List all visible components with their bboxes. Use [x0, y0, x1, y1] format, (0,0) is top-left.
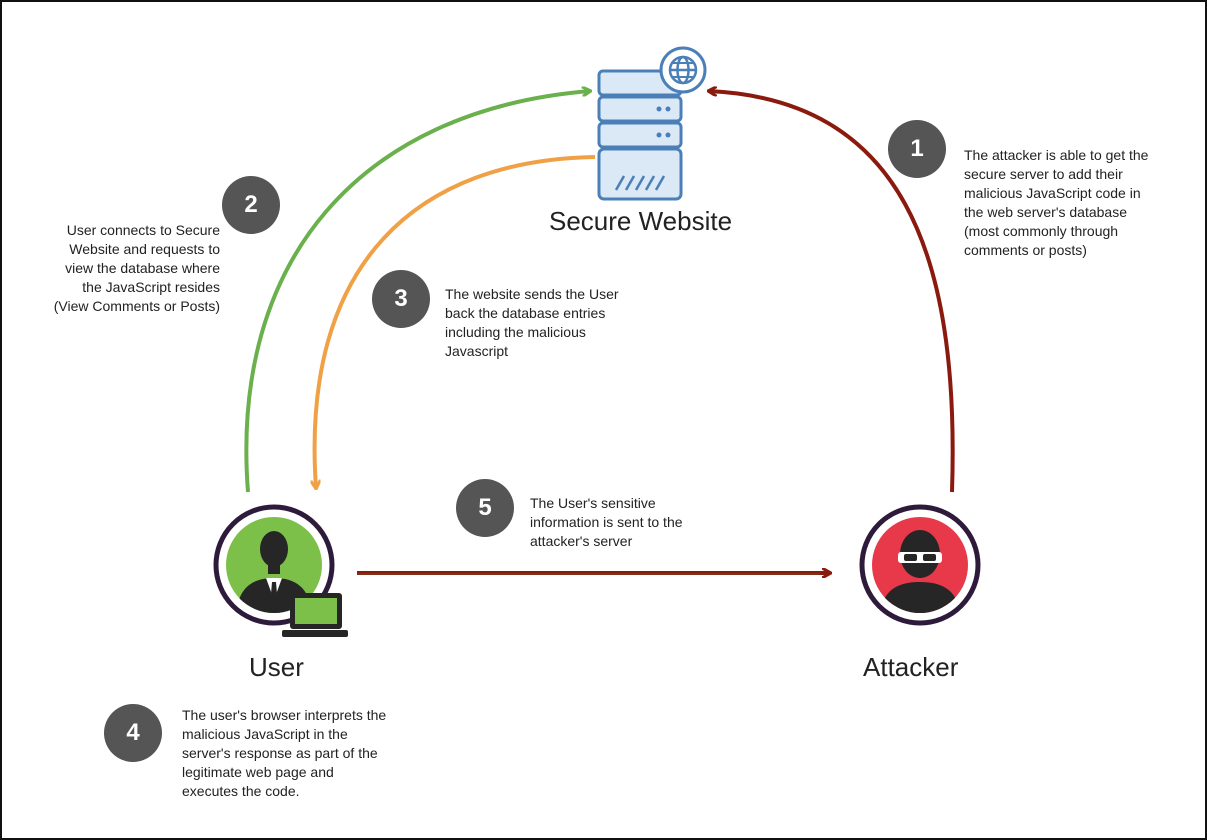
attacker-icon [859, 504, 981, 626]
step-1-badge: 1 [888, 120, 946, 178]
green-arrow-user-to-server [244, 91, 590, 493]
step-2-text: User connects to Secure Website and requ… [53, 222, 220, 314]
red-arrow-attacker-to-server [709, 91, 955, 493]
orange-arrow-server-to-user [315, 155, 596, 488]
step-4-badge: 4 [104, 704, 162, 762]
step-3-text: The website sends the User back the data… [445, 286, 619, 359]
step-3-badge: 3 [372, 270, 430, 328]
globe-icon [659, 46, 707, 94]
step-5-text: The User's sensitive information is sent… [530, 495, 683, 549]
step-2-badge: 2 [222, 176, 280, 234]
server-icon [597, 69, 683, 201]
attacker-label: Attacker [863, 652, 959, 682]
step-5-badge: 5 [456, 479, 514, 537]
laptop-icon [282, 593, 348, 637]
user-label: User [249, 652, 304, 682]
step-1-text: The attacker is able to get the secure s… [964, 147, 1149, 258]
step-4-text: The user's browser interprets the malici… [182, 707, 387, 799]
server-label: Secure Website [549, 206, 733, 236]
